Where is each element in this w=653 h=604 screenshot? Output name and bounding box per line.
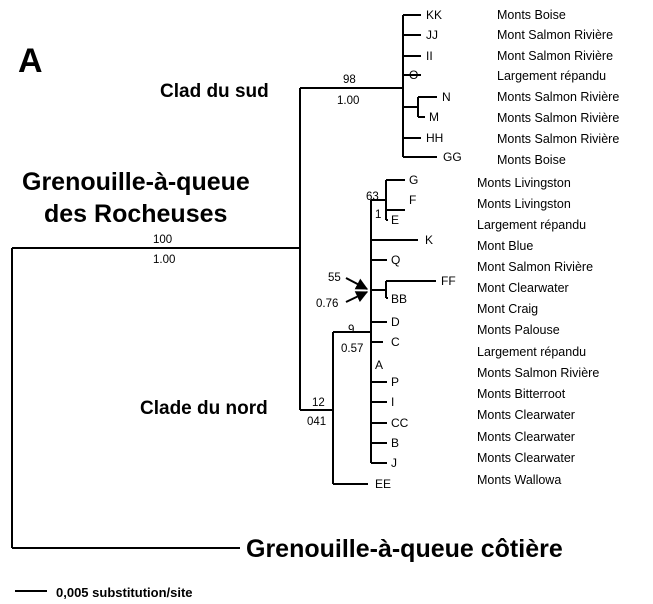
locality-north-11: Monts Bitterroot	[477, 387, 566, 401]
support-north-bottom: 041	[307, 416, 326, 428]
leaf-A: A	[375, 358, 383, 372]
leaf-N: N	[442, 90, 451, 104]
locality-south-4: Largement répandu	[497, 69, 606, 83]
leaf-D: D	[391, 315, 400, 329]
locality-north-4: Mont Blue	[477, 239, 533, 253]
support-fe-top: 1	[375, 209, 381, 221]
locality-south-8: Monts Boise	[497, 153, 566, 167]
locality-north-13: Monts Clearwater	[477, 430, 575, 444]
locality-south-1: Monts Boise	[497, 8, 566, 22]
leaf-G: G	[409, 173, 418, 187]
group-title-line-2: des Rocheuses	[44, 200, 227, 228]
support-arrow-upper	[345, 277, 369, 290]
locality-south-6: Monts Salmon Rivière	[497, 111, 619, 125]
locality-north-3: Largement répandu	[477, 218, 586, 232]
leaf-II: II	[426, 49, 433, 63]
locality-south-7: Monts Salmon Rivière	[497, 132, 619, 146]
locality-south-5: Monts Salmon Rivière	[497, 90, 619, 104]
locality-north-7: Mont Craig	[477, 302, 538, 316]
clade-label-north: Clade du nord	[140, 398, 268, 419]
leaf-B: B	[391, 436, 399, 450]
support-root-top: 100	[153, 234, 172, 246]
leaf-P: P	[391, 375, 399, 389]
support-root-bottom: 1.00	[153, 254, 175, 266]
locality-north-9: Largement répandu	[477, 345, 586, 359]
outgroup-label: Grenouille-à-queue côtière	[246, 535, 563, 563]
locality-north-12: Monts Clearwater	[477, 408, 575, 422]
locality-north-2: Monts Livingston	[477, 197, 571, 211]
support-ffbb-top: 55	[328, 272, 341, 284]
locality-north-8: Monts Palouse	[477, 323, 560, 337]
support-inner-bottom: 0.57	[341, 343, 363, 355]
scale-label: 0,005 substitution/site	[56, 585, 193, 600]
leaf-O: O	[409, 68, 418, 82]
group-title-line-1: Grenouille-à-queue	[22, 168, 250, 196]
leaf-C: C	[391, 335, 400, 349]
leaf-BB: BB	[391, 292, 407, 306]
leaf-JJ: JJ	[426, 28, 438, 42]
panel-label: A	[18, 42, 43, 80]
leaf-CC: CC	[391, 416, 409, 430]
locality-south-2: Mont Salmon Rivière	[497, 28, 613, 42]
leaf-F: F	[409, 193, 416, 207]
leaf-I: I	[391, 395, 394, 409]
support-south-top: 98	[343, 74, 356, 86]
leaf-E: E	[391, 213, 399, 227]
locality-south-3: Mont Salmon Rivière	[497, 49, 613, 63]
leaf-M: M	[429, 110, 439, 124]
support-arrow-lower	[345, 291, 369, 303]
locality-north-1: Monts Livingston	[477, 176, 571, 190]
leaf-HH: HH	[426, 131, 443, 145]
leaf-Q: Q	[391, 253, 400, 267]
locality-north-10: Monts Salmon Rivière	[477, 366, 599, 380]
leaf-EE: EE	[375, 477, 391, 491]
support-south-bottom: 1.00	[337, 95, 359, 107]
leaf-KK: KK	[426, 8, 442, 22]
locality-north-5: Mont Salmon Rivière	[477, 260, 593, 274]
leaf-GG: GG	[443, 150, 462, 164]
clade-label-south: Clad du sud	[160, 81, 269, 102]
locality-north-14: Monts Clearwater	[477, 451, 575, 465]
support-gfe-top: 63	[366, 191, 379, 203]
support-north-top: 12	[312, 397, 325, 409]
support-inner-top: 9	[348, 324, 354, 336]
leaf-FF: FF	[441, 274, 456, 288]
leaf-J: J	[391, 456, 397, 470]
locality-north-15: Monts Wallowa	[477, 473, 561, 487]
leaf-K: K	[425, 233, 433, 247]
locality-north-6: Mont Clearwater	[477, 281, 569, 295]
support-ffbb-bottom: 0.76	[316, 298, 338, 310]
